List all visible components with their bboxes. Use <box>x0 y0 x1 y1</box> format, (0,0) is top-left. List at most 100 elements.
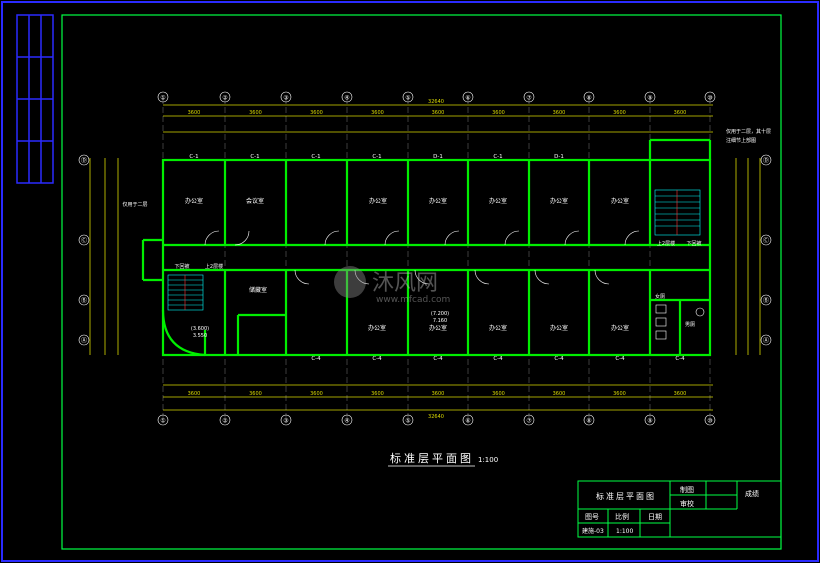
top-dimension: 3600 <box>188 110 201 116</box>
axis-bubble <box>280 91 292 103</box>
axis-label: ⑧ <box>586 418 591 425</box>
axis-label: ⑤ <box>405 95 410 102</box>
axis-bubble <box>583 91 595 103</box>
stair-up-label: 上2层楼 <box>657 240 675 247</box>
room-label: 办公室 <box>185 197 203 205</box>
title-block-date-label: 日期 <box>648 513 662 521</box>
drawing-scale: 1:100 <box>478 456 498 464</box>
bottom-dimension: 3600 <box>674 391 687 397</box>
room-label: 办公室 <box>611 197 629 205</box>
room-label: 办公室 <box>489 197 507 205</box>
window-label: C-4 <box>372 356 382 362</box>
watermark: 沐风网 www.mfcad.com <box>334 266 450 305</box>
window-label: C-4 <box>554 356 564 362</box>
room-label: 储藏室 <box>249 286 267 294</box>
axis-bubble <box>78 334 90 346</box>
axis-label: ④ <box>344 95 349 102</box>
window-label: C-1 <box>493 154 502 160</box>
axis-bubble <box>462 414 474 426</box>
window-label: D-1 <box>554 154 564 160</box>
overall-dimension: 32640 <box>428 414 444 420</box>
axis-bubble <box>157 414 169 426</box>
window-label: C-4 <box>615 356 625 362</box>
bottom-dimension: 3600 <box>188 391 201 397</box>
axis-label: Ⓑ <box>763 297 769 305</box>
elevation-label: 3.550 <box>193 333 207 339</box>
axis-bubble <box>78 154 90 166</box>
axis-bubble <box>462 91 474 103</box>
window-label: C-4 <box>675 356 685 362</box>
axis-label: Ⓒ <box>763 237 769 245</box>
room-label: 办公室 <box>611 324 629 332</box>
axis-bubble <box>523 91 535 103</box>
window-label: C-1 <box>189 154 198 160</box>
title-block-scale: 1:100 <box>616 528 633 535</box>
axis-label: Ⓒ <box>81 237 87 245</box>
bottom-dimension: 3600 <box>432 391 445 397</box>
binding-strip <box>16 14 54 184</box>
axis-bubble <box>402 414 414 426</box>
top-dimension: 3600 <box>492 110 505 116</box>
window-label: C-4 <box>433 356 443 362</box>
axis-label: ⑨ <box>647 95 652 102</box>
top-dimension: 3600 <box>432 110 445 116</box>
axis-label: Ⓓ <box>763 157 769 165</box>
room-label: 办公室 <box>550 324 568 332</box>
axis-bubble <box>704 414 716 426</box>
axis-bubble <box>280 414 292 426</box>
axis-bubble <box>644 414 656 426</box>
stair-down-label: 下回被 <box>174 263 189 270</box>
room-label: 办公室 <box>489 324 507 332</box>
inner-frame <box>61 14 782 550</box>
drawing-title: 标准层平面图 <box>390 451 474 465</box>
axis-label: ⑦ <box>526 418 532 425</box>
axis-label: Ⓐ <box>763 337 769 345</box>
window-label: C-1 <box>372 154 381 160</box>
bottom-dimension: 3600 <box>492 391 505 397</box>
room-label: 办公室 <box>429 197 447 205</box>
bottom-dimension: 3600 <box>613 391 626 397</box>
axis-label: ⑩ <box>707 418 712 425</box>
axis-label: ② <box>222 418 228 425</box>
window-label: D-1 <box>433 154 443 160</box>
toilet-label: 女厕 <box>655 293 665 300</box>
axis-bubble <box>760 334 772 346</box>
door-swings <box>204 230 640 285</box>
elevation-label: (3.600) <box>191 326 209 332</box>
axis-label: ⑥ <box>465 418 470 425</box>
axis-label: ② <box>222 95 228 102</box>
axis-bubble <box>704 91 716 103</box>
axis-bubble <box>78 294 90 306</box>
axis-bubble <box>78 234 90 246</box>
window-label: C-1 <box>250 154 259 160</box>
bottom-dimension: 3600 <box>371 391 384 397</box>
title-block-no: 建施-03 <box>582 527 604 535</box>
top-dimension: 3600 <box>310 110 323 116</box>
title-block-name: 标准层平面图 <box>596 491 656 501</box>
axis-label: ④ <box>344 418 349 425</box>
elevation-label: 7.160 <box>433 318 447 324</box>
top-dimension: 3600 <box>674 110 687 116</box>
window-label: C-4 <box>493 356 503 362</box>
axis-bubble <box>760 234 772 246</box>
title-block-drawn: 制图 <box>680 485 694 494</box>
room-label: 办公室 <box>369 197 387 205</box>
axis-label: ⑤ <box>405 418 410 425</box>
room-label: 办公室 <box>550 197 568 205</box>
title-block-grade: 成绩 <box>745 489 759 498</box>
axis-label: ⑩ <box>707 95 712 102</box>
title-block <box>577 480 782 538</box>
toilet-fixtures <box>655 304 705 340</box>
axis-bubble <box>341 414 353 426</box>
axis-bubble <box>523 414 535 426</box>
title-block-no-label: 图号 <box>585 513 599 521</box>
axis-bubble <box>760 294 772 306</box>
watermark-url: www.mfcad.com <box>376 295 450 305</box>
stairs <box>167 189 701 311</box>
axis-label: ⑧ <box>586 95 591 102</box>
top-dimension: 3600 <box>249 110 262 116</box>
axis-label: ③ <box>283 95 288 102</box>
